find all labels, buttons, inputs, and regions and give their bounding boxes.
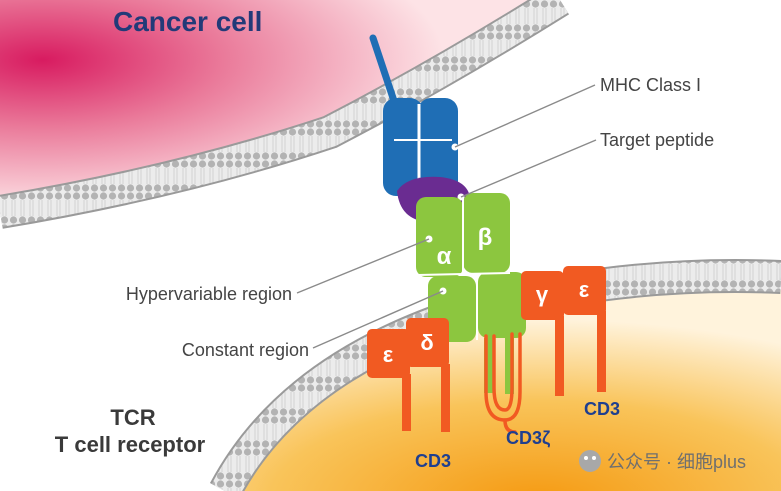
cancer-cell-body (0, 0, 535, 200)
cd3-epsilon-left (367, 329, 411, 431)
cd3-zeta-label: CD3ζ (506, 428, 550, 449)
gamma-symbol: γ (536, 282, 549, 307)
epsilon-left-symbol: ε (383, 342, 394, 367)
watermark-text: 公众号 · 细胞plus (607, 452, 746, 472)
mhc-class-i-label: MHC Class I (600, 75, 701, 95)
cd3-gamma (521, 271, 564, 396)
cd3-right-label: CD3 (584, 399, 620, 419)
cd3-epsilon-right (563, 266, 606, 392)
hypervariable-region-label: Hypervariable region (126, 284, 292, 304)
epsilon-right-symbol: ε (579, 277, 590, 302)
leader-lines (296, 84, 597, 349)
tcr-alpha-beta (416, 193, 526, 394)
cancer-cell-title: Cancer cell (113, 6, 262, 37)
beta-symbol: β (478, 224, 493, 251)
mhc-class-i (369, 34, 459, 196)
delta-symbol: δ (420, 330, 433, 355)
alpha-symbol: α (437, 243, 452, 270)
cd3-left-label: CD3 (415, 451, 451, 471)
t-cell-receptor-label: T cell receptor (55, 432, 206, 457)
tcr-label: TCR (110, 405, 155, 430)
constant-region-label: Constant region (182, 340, 309, 360)
watermark: 公众号 · 细胞plus (579, 450, 746, 472)
cd3-delta (406, 318, 450, 432)
cd3-zeta (484, 332, 522, 434)
target-peptide-label: Target peptide (600, 130, 714, 150)
